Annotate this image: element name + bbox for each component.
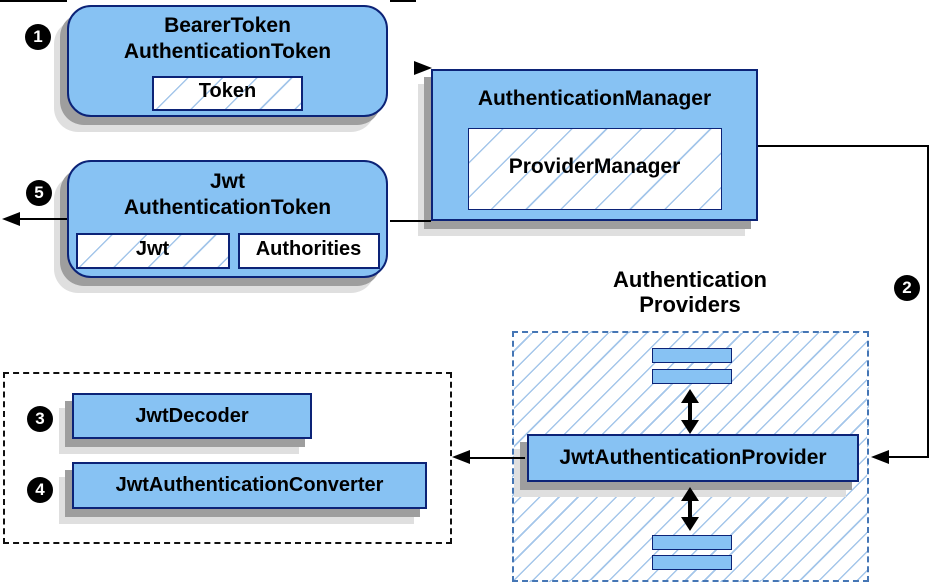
manager-to-provider-line-h2 [886, 456, 929, 458]
provider-slot-bar-bottom-2 [652, 555, 732, 570]
manager-to-provider-line-h1 [758, 145, 929, 147]
authentication-manager-node: AuthenticationManager ProviderManager [431, 69, 758, 221]
converters-group-container [3, 372, 452, 544]
step-5-badge: 5 [26, 180, 52, 206]
manager-to-provider-line-v [927, 145, 929, 458]
jwt-decoder-node: JwtDecoder [72, 393, 312, 439]
step-1-badge: 1 [25, 24, 51, 50]
authentication-manager-title: AuthenticationManager [477, 87, 712, 110]
jwt-field: Jwt [75, 233, 230, 269]
jwt-token-title-line1: Jwt [209, 170, 245, 193]
step-4-badge: 4 [27, 477, 53, 503]
provider-manager-box: ProviderManager [467, 128, 722, 210]
provider-slot-bar-bottom-1 [652, 535, 732, 550]
jwt-token-title-line2: AuthenticationToken [123, 196, 332, 219]
step-3-badge: 3 [27, 406, 53, 432]
jwt-authentication-converter-node: JwtAuthenticationConverter [72, 462, 427, 509]
bearer-token-authentication-token-node: BearerToken AuthenticationToken Token [67, 5, 388, 117]
manager-to-provider-arrowhead-icon [871, 450, 889, 464]
request-in-line [0, 0, 67, 2]
token-to-manager-line [390, 0, 416, 2]
provider-slot-bar-top-1 [652, 348, 732, 363]
provider-slot-bar-top-2 [652, 369, 732, 384]
providers-group-label: Authentication Providers [575, 267, 805, 317]
provider-to-converters-line [467, 457, 525, 459]
step-2-badge: 2 [894, 275, 920, 301]
bearer-token-title-line2: AuthenticationToken [123, 40, 332, 63]
authorities-field: Authorities [237, 233, 380, 269]
provider-list-up-down-arrow-bottom-icon [681, 487, 699, 531]
provider-list-up-down-arrow-top-icon [681, 389, 699, 434]
jwt-authentication-token-node: Jwt AuthenticationToken Jwt Authorities [67, 160, 388, 278]
token-field: Token [152, 76, 303, 111]
response-out-arrowhead-icon [2, 212, 20, 226]
manager-to-token-line [390, 220, 431, 222]
bearer-token-title-line1: BearerToken [164, 14, 291, 37]
token-to-manager-arrowhead-icon [414, 61, 432, 75]
jwt-token-fields-row: Jwt Authorities [69, 233, 386, 269]
providers-group-label-line2: Providers [639, 292, 741, 317]
jwt-authentication-provider-node: JwtAuthenticationProvider [527, 434, 859, 482]
provider-to-converters-arrowhead-icon [452, 450, 470, 464]
response-out-line [17, 218, 67, 220]
providers-group-label-line1: Authentication [613, 267, 767, 292]
